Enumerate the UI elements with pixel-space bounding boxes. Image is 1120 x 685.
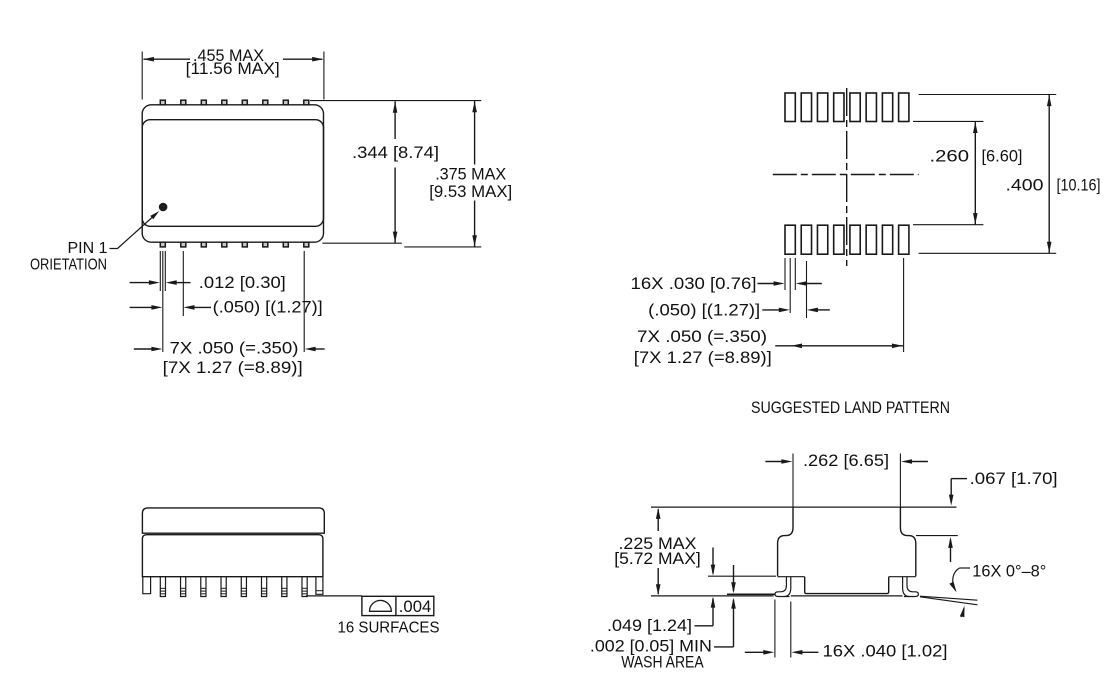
svg-text:16 SURFACES: 16 SURFACES xyxy=(338,619,440,636)
svg-text:[9.53 MAX]: [9.53 MAX] xyxy=(429,182,512,201)
svg-text:[5.72 MAX]: [5.72 MAX] xyxy=(614,549,701,568)
svg-text:7X .050 (=.350): 7X .050 (=.350) xyxy=(170,338,299,357)
svg-text:[7X 1.27 (=8.89)]: [7X 1.27 (=8.89)] xyxy=(634,348,772,367)
svg-text:.004: .004 xyxy=(399,597,432,616)
svg-text:[10.16]: [10.16] xyxy=(1057,175,1101,194)
svg-text:SUGGESTED LAND PATTERN: SUGGESTED LAND PATTERN xyxy=(751,398,950,417)
svg-text:.262 [6.65]: .262 [6.65] xyxy=(803,451,889,470)
svg-text:.375 MAX: .375 MAX xyxy=(435,165,506,184)
svg-text:.225 MAX: .225 MAX xyxy=(619,534,697,553)
svg-text:16X .040 [1.02]: 16X .040 [1.02] xyxy=(823,642,948,661)
svg-text:.260: .260 xyxy=(930,146,970,165)
svg-text:.455 MAX: .455 MAX xyxy=(193,46,264,65)
svg-text:ORIETATION: ORIETATION xyxy=(30,256,107,273)
svg-text:.067 [1.70]: .067 [1.70] xyxy=(970,469,1058,488)
svg-text:16X 0°–8°: 16X 0°–8° xyxy=(972,561,1046,580)
svg-text:[7X 1.27 (=8.89)]: [7X 1.27 (=8.89)] xyxy=(163,358,303,377)
svg-text:[11.56 MAX]: [11.56 MAX] xyxy=(186,59,280,78)
svg-text:PIN 1: PIN 1 xyxy=(68,240,108,257)
svg-text:[6.60]: [6.60] xyxy=(982,146,1023,165)
svg-text:.012 [0.30]: .012 [0.30] xyxy=(199,273,286,292)
svg-text:(.050) [(1.27)]: (.050) [(1.27)] xyxy=(648,300,760,319)
svg-text:.002 [0.05] MIN: .002 [0.05] MIN xyxy=(590,637,712,656)
svg-text:7X .050 (=.350): 7X .050 (=.350) xyxy=(637,327,767,346)
svg-text:.344 [8.74]: .344 [8.74] xyxy=(352,143,439,162)
svg-text:.049 [1.24]: .049 [1.24] xyxy=(607,616,692,635)
svg-text:(.050) [(1.27)]: (.050) [(1.27)] xyxy=(213,298,323,317)
svg-text:WASH AREA: WASH AREA xyxy=(621,652,704,671)
svg-text:16X .030 [0.76]: 16X .030 [0.76] xyxy=(631,274,757,293)
svg-text:.400: .400 xyxy=(1006,175,1044,194)
